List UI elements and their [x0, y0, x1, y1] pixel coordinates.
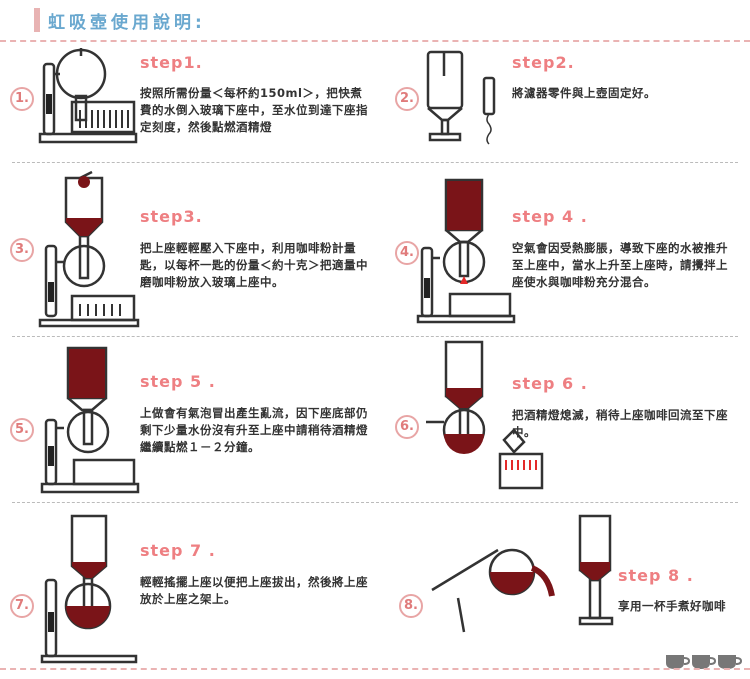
row-divider [12, 336, 738, 337]
filter-icon [426, 50, 496, 145]
step-4-label: step 4 . [512, 207, 588, 226]
step-4-number: 4. [395, 241, 419, 265]
step-7-label: step 7 . [140, 541, 216, 560]
siphon-icon [38, 170, 140, 328]
siphon-icon [431, 514, 614, 633]
step-6-description: 把酒精燈熄滅，稍待上座咖啡回流至下座中。 [512, 408, 728, 439]
step-5-number: 5. [10, 418, 34, 442]
step-1-label: step1. [140, 53, 203, 72]
step-2-label: step2. [512, 53, 575, 72]
step-5-label: step 5 . [140, 372, 216, 391]
step-3-number: 3. [10, 238, 34, 262]
page-title: 虹吸壺使用說明: [48, 13, 206, 33]
step-2-description: 將濾器零件與上壺固定好。 [512, 86, 656, 100]
step-2-number: 2. [395, 87, 419, 111]
siphon-icon [40, 514, 138, 664]
step-8-label: step 8 . [618, 566, 694, 585]
top-divider [0, 40, 750, 42]
row-divider [12, 502, 738, 503]
siphon-icon [38, 48, 138, 144]
bottom-divider [0, 668, 750, 670]
siphon-icon [416, 178, 516, 324]
step-6-number: 6. [395, 415, 419, 439]
step-4-description: 空氣會因受熱膨脹，導致下座的水被推升至上座中，當水上升至上座時，請攪拌上座使水與… [512, 241, 728, 289]
coffee-cup-icon [666, 655, 742, 669]
step-8-description: 享用一杯手煮好咖啡 [618, 599, 726, 613]
title-accent-bar [34, 8, 40, 32]
siphon-icon [426, 340, 544, 490]
step-1-description: 按照所需份量＜每杯約150ml＞，把快煮費的水倒入玻璃下座中，至水位到達下座指定… [140, 86, 368, 134]
siphon-icon [40, 346, 140, 494]
step-3-label: step3. [140, 207, 203, 226]
step-6-label: step 6 . [512, 374, 588, 393]
row-divider [12, 162, 738, 163]
step-5-description: 上做會有氣泡冒出產生亂流，因下座底部仍剩下少量水份沒有升至上座中請稍待酒精燈繼續… [140, 406, 368, 454]
step-1-number: 1. [10, 87, 34, 111]
step-3-description: 把上座輕輕壓入下座中，利用咖啡粉計量匙，以每杯一匙的份量＜約十克＞把適量中磨咖啡… [140, 241, 368, 289]
step-7-number: 7. [10, 594, 34, 618]
step-7-description: 輕輕搖擺上座以便把上座拔出，然後將上座放於上座之架上。 [140, 575, 368, 606]
step-8-number: 8. [399, 594, 423, 618]
